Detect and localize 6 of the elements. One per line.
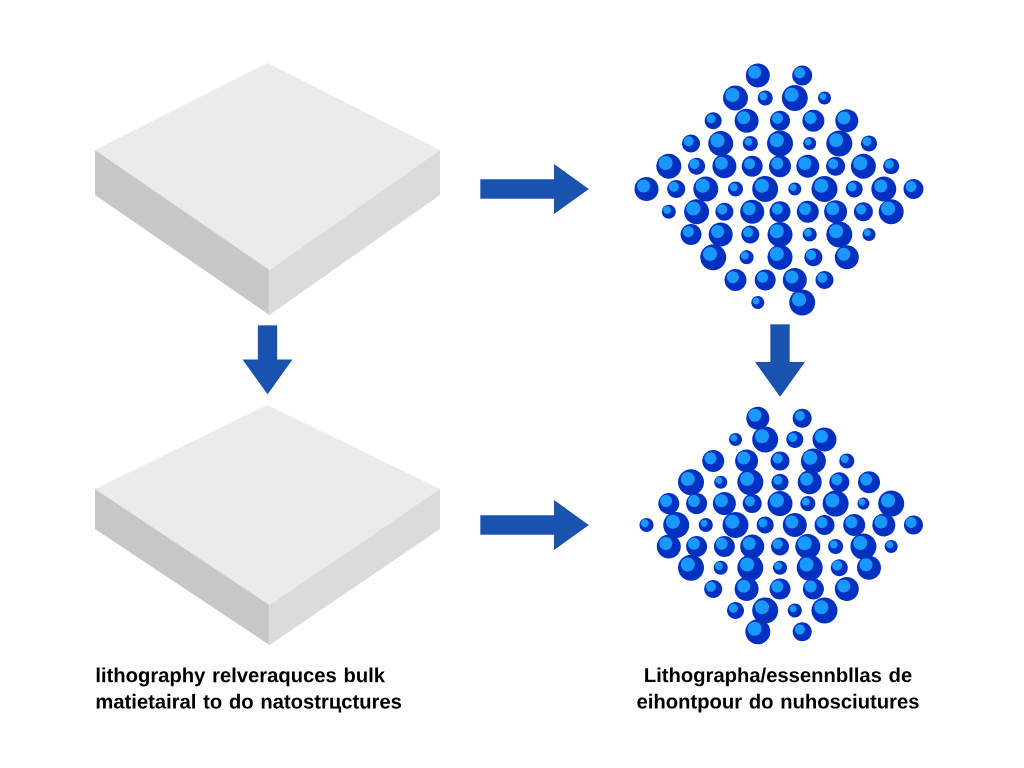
caption: lithography relveraquces bulk matietairal to do natostrцctures (96, 667, 402, 713)
block-drawing (95, 405, 440, 645)
block-drawing (95, 63, 440, 315)
caption: Lithographa/essennbllas de eihontpour do nuhosciutures (637, 667, 919, 713)
particles-drawing (634, 63, 924, 316)
particles-drawing (639, 406, 923, 645)
